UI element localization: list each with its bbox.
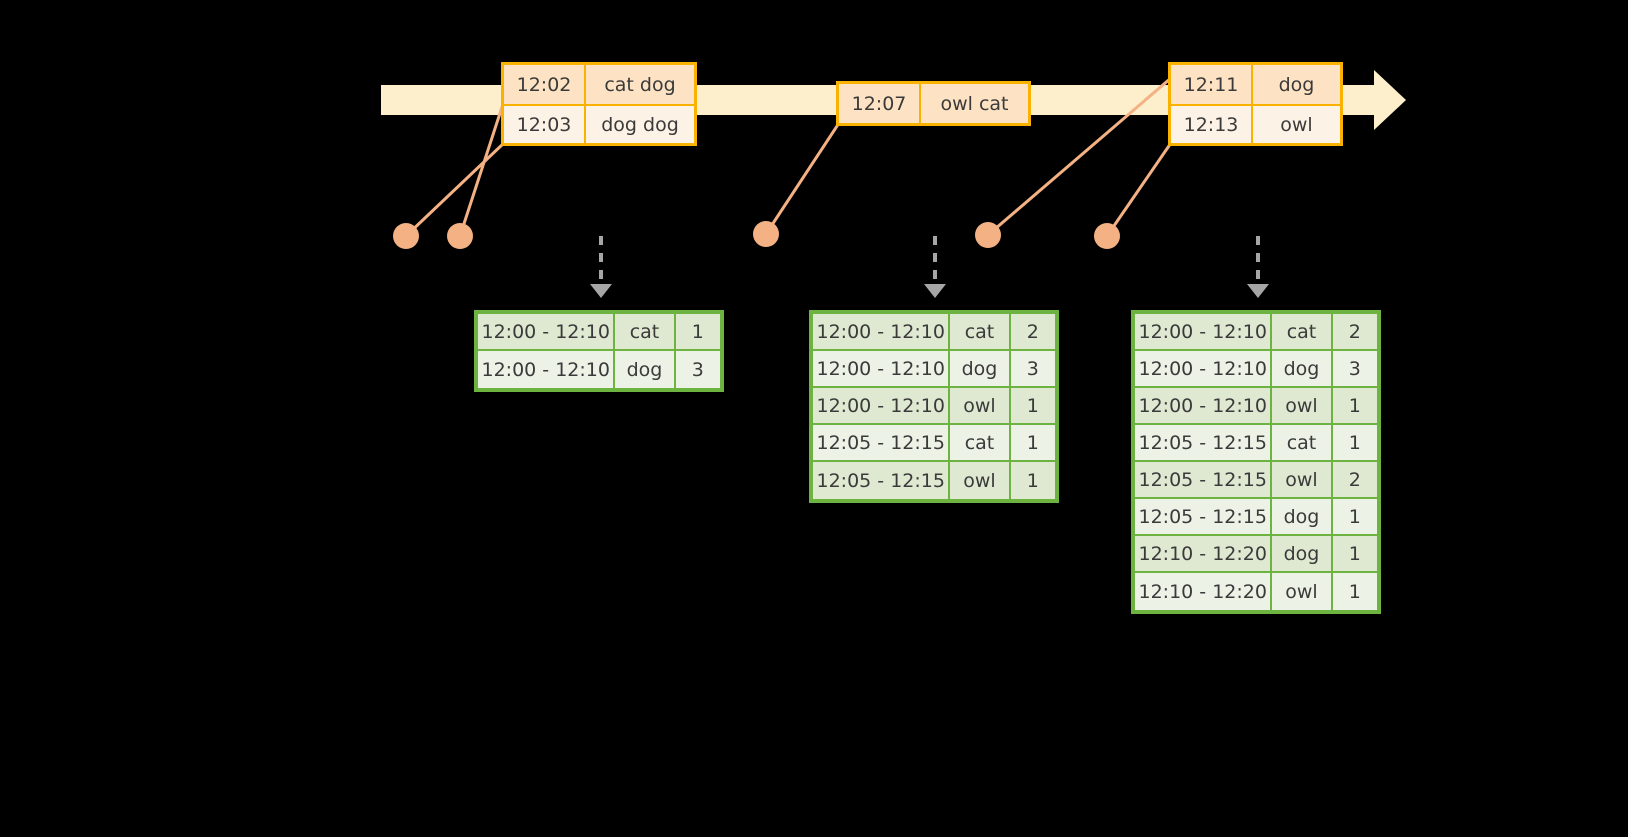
event-words: dog dog	[586, 106, 694, 143]
connector-dot-2	[447, 223, 473, 249]
event-group-3[interactable]: 12:11 dog 12:13 owl	[1168, 62, 1343, 146]
cell-window: 12:00 - 12:10	[813, 351, 951, 388]
event-row: 12:03 dog dog	[504, 104, 694, 143]
cell-word: owl	[950, 388, 1011, 425]
event-row: 12:11 dog	[1171, 65, 1340, 104]
cell-word: cat	[950, 314, 1011, 351]
cell-word: dog	[1272, 351, 1333, 388]
event-group-1[interactable]: 12:02 cat dog 12:03 dog dog	[501, 62, 697, 146]
cell-window: 12:05 - 12:15	[1135, 462, 1273, 499]
cell-window: 12:05 - 12:15	[813, 462, 951, 499]
cell-window: 12:00 - 12:10	[813, 314, 951, 351]
event-row: 12:13 owl	[1171, 104, 1340, 143]
cell-word: cat	[1272, 314, 1333, 351]
cell-count: 2	[1332, 462, 1377, 499]
cell-word: dog	[950, 351, 1011, 388]
cell-window: 12:00 - 12:10	[478, 314, 616, 351]
cell-window: 12:05 - 12:15	[813, 425, 951, 462]
cell-count: 2	[1332, 314, 1377, 351]
connector-dot-5	[1094, 223, 1120, 249]
event-time: 12:11	[1171, 65, 1253, 104]
cell-word: cat	[615, 314, 676, 351]
cell-window: 12:00 - 12:10	[813, 388, 951, 425]
cell-count: 3	[1332, 351, 1377, 388]
event-words: owl	[1253, 106, 1340, 143]
cell-word: cat	[950, 425, 1011, 462]
event-time: 12:13	[1171, 106, 1253, 143]
event-words: cat dog	[586, 65, 694, 104]
cell-word: owl	[950, 462, 1011, 499]
cell-word: owl	[1272, 573, 1333, 610]
cell-word: owl	[1272, 388, 1333, 425]
cell-window: 12:00 - 12:10	[1135, 351, 1273, 388]
event-words: owl cat	[921, 84, 1028, 123]
cell-window: 12:10 - 12:20	[1135, 573, 1273, 610]
event-group-2[interactable]: 12:07 owl cat	[836, 81, 1031, 126]
cell-window: 12:05 - 12:15	[1135, 499, 1273, 536]
event-time: 12:02	[504, 65, 586, 104]
connector-dot-1	[393, 223, 419, 249]
event-words: dog	[1253, 65, 1340, 104]
cell-count: 1	[1332, 425, 1377, 462]
cell-word: dog	[615, 351, 676, 388]
cell-count: 3	[1010, 351, 1055, 388]
cell-window: 12:05 - 12:15	[1135, 425, 1273, 462]
connector-dot-4	[975, 222, 1001, 248]
event-time: 12:03	[504, 106, 586, 143]
cell-count: 1	[1010, 388, 1055, 425]
event-time: 12:07	[839, 84, 921, 123]
connector-dot-3	[753, 221, 779, 247]
cell-count: 1	[1010, 462, 1055, 499]
cell-window: 12:10 - 12:20	[1135, 536, 1273, 573]
cell-word: owl	[1272, 462, 1333, 499]
cell-word: cat	[1272, 425, 1333, 462]
event-row: 12:02 cat dog	[504, 65, 694, 104]
cell-window: 12:00 - 12:10	[478, 351, 616, 388]
cell-count: 1	[675, 314, 720, 351]
cell-window: 12:00 - 12:10	[1135, 314, 1273, 351]
cell-word: dog	[1272, 499, 1333, 536]
cell-word: dog	[1272, 536, 1333, 573]
cell-count: 1	[1332, 573, 1377, 610]
cell-count: 3	[675, 351, 720, 388]
timeline-arrow-icon	[1374, 70, 1406, 130]
cell-count: 1	[1010, 425, 1055, 462]
cell-count: 1	[1332, 388, 1377, 425]
cell-count: 1	[1332, 499, 1377, 536]
cell-window: 12:00 - 12:10	[1135, 388, 1273, 425]
cell-count: 1	[1332, 536, 1377, 573]
cell-count: 2	[1010, 314, 1055, 351]
event-row: 12:07 owl cat	[839, 84, 1028, 123]
